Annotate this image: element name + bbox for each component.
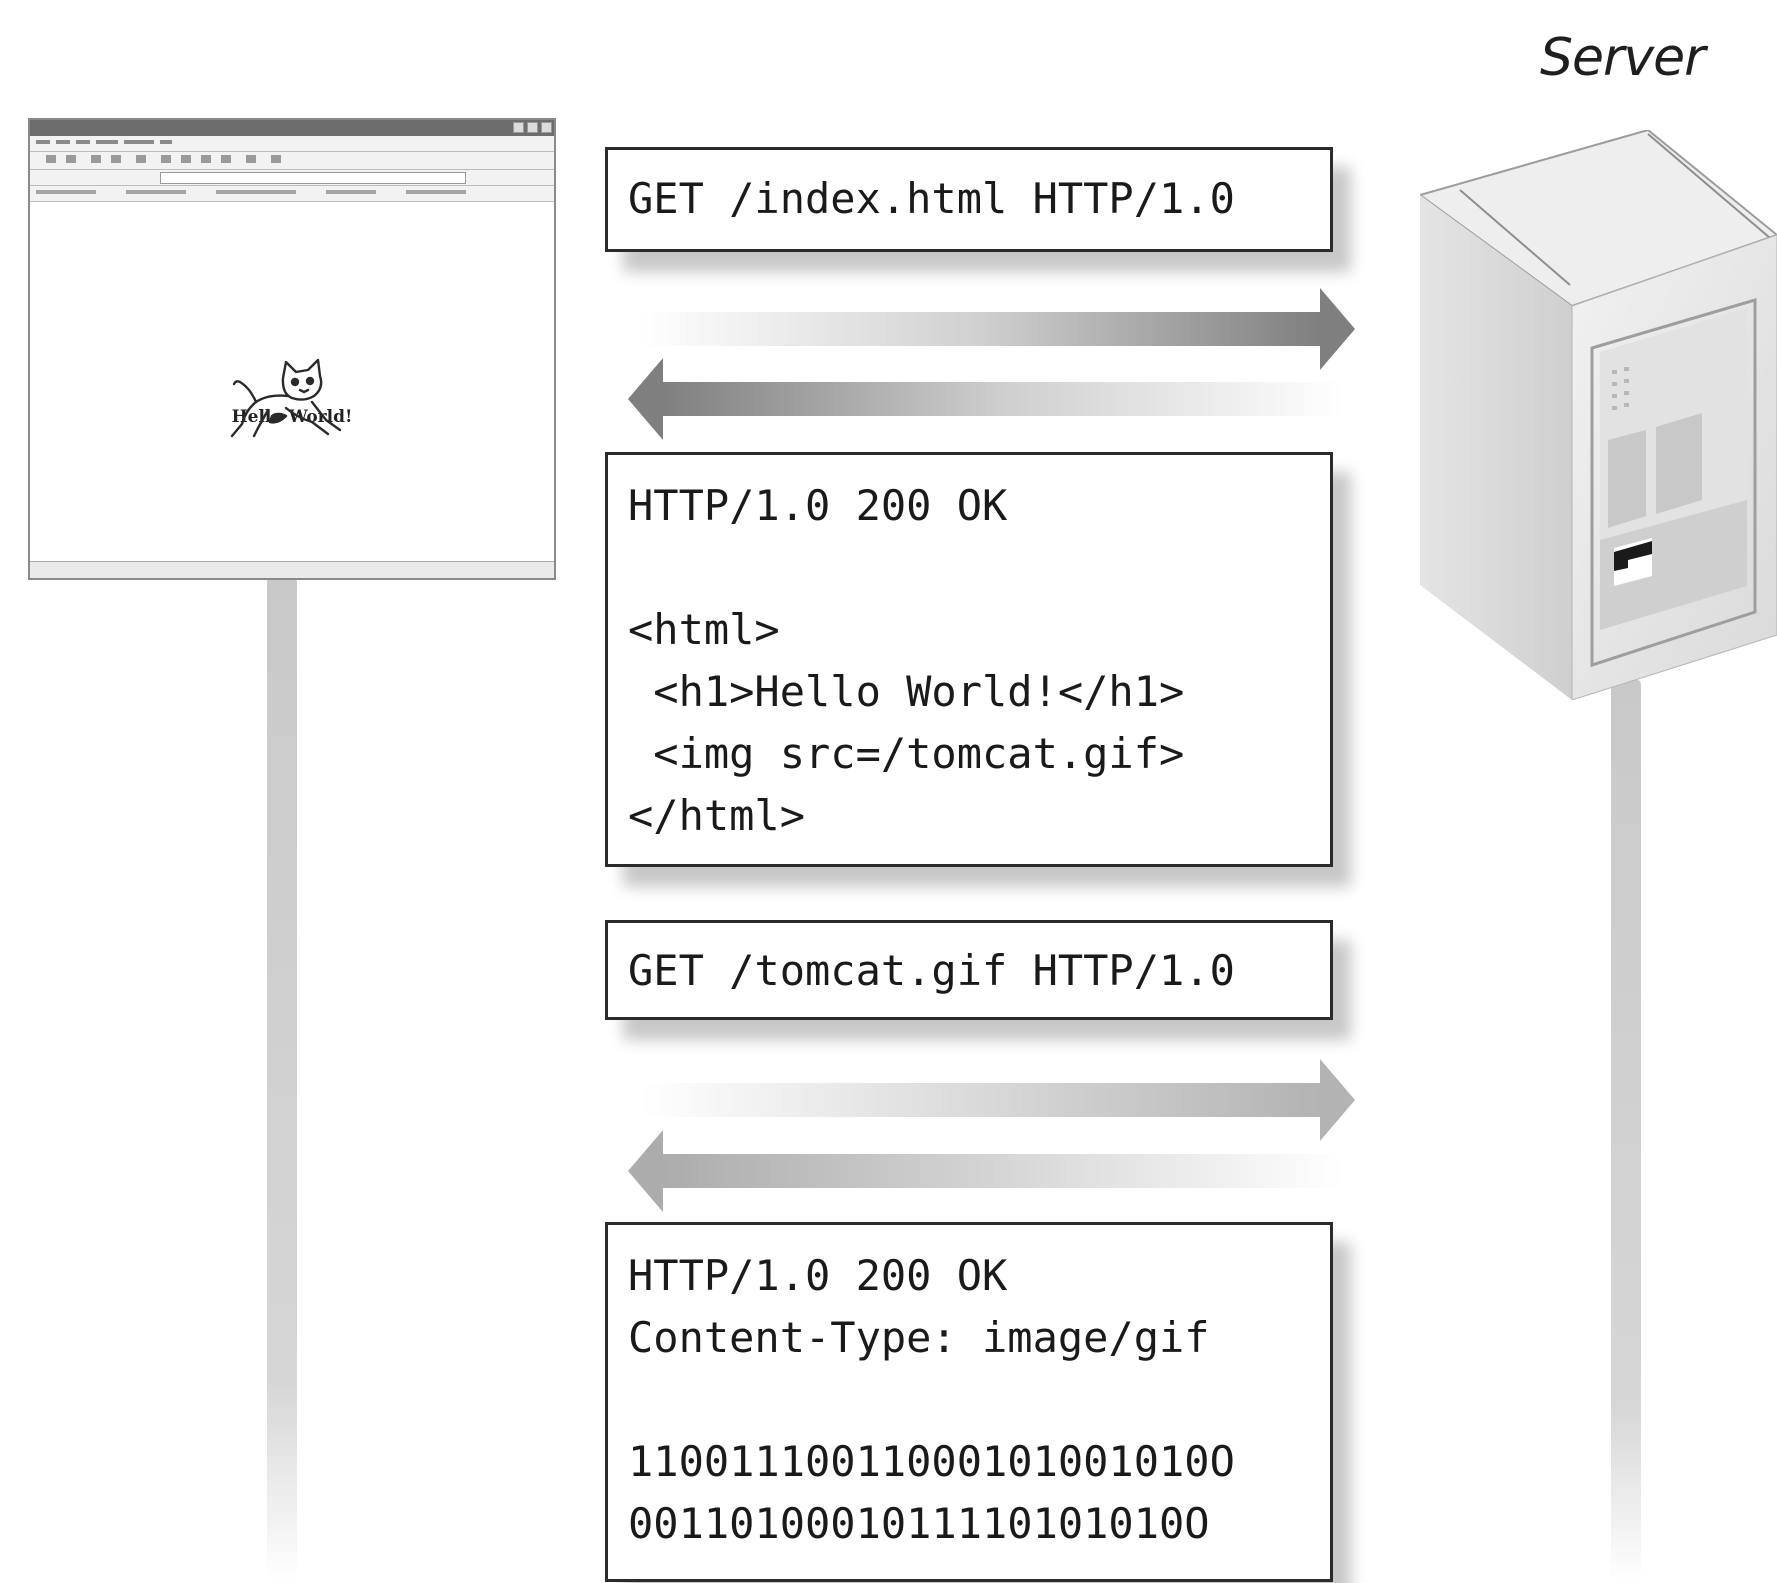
client-lifeline: [267, 578, 297, 1583]
browser-menubar: [30, 136, 554, 152]
request-index-box: GET /index.html HTTP/1.0: [605, 147, 1333, 252]
response-gif-box: HTTP/1.0 200 OK Content-Type: image/gif 11…: [605, 1222, 1333, 1582]
request-index-line: GET /index.html HTTP/1.0: [628, 174, 1235, 223]
server-icon: [1420, 130, 1777, 700]
response-html-box: HTTP/1.0 200 OK <html> <h1>Hello World!</…: [605, 452, 1333, 867]
browser-window: Hello World!: [28, 118, 556, 580]
html-line-open: <html>: [628, 605, 780, 654]
browser-addressbar: [30, 170, 554, 186]
response-html-status: HTTP/1.0 200 OK: [628, 481, 1008, 530]
html-line-close: </html>: [628, 791, 806, 840]
links-icon[interactable]: [36, 186, 516, 198]
content-type-header: Content-Type: image/gif: [628, 1313, 1210, 1362]
menu-items-icon: [36, 140, 172, 144]
arrow-to-client-1: [628, 358, 1343, 440]
maximize-icon[interactable]: [527, 122, 538, 133]
tomcat-icon: [230, 358, 342, 438]
browser-titlebar: [30, 120, 554, 136]
browser-statusbar: [30, 561, 554, 578]
address-input[interactable]: [160, 172, 466, 184]
arrow-to-server-2: [640, 1059, 1355, 1141]
html-line-img: <img src=/tomcat.gif>: [628, 729, 1185, 778]
arrow-to-server-1: [640, 288, 1355, 370]
server-label: Server: [1540, 28, 1706, 88]
toolbar-buttons-icon[interactable]: [36, 152, 336, 166]
response-gif-status: HTTP/1.0 200 OK: [628, 1251, 1008, 1300]
request-gif-line: GET /tomcat.gif HTTP/1.0: [628, 946, 1235, 995]
close-icon[interactable]: [541, 122, 552, 133]
binary-data-line-1: 11001110011000101001010O: [628, 1437, 1235, 1486]
browser-linksbar: [30, 186, 554, 202]
request-gif-box: GET /tomcat.gif HTTP/1.0: [605, 920, 1333, 1020]
browser-toolbar: [30, 152, 554, 170]
binary-data-line-2: 0011010001011110101010O: [628, 1499, 1210, 1548]
arrow-to-client-2: [628, 1130, 1343, 1212]
html-line-h1: <h1>Hello World!</h1>: [628, 667, 1185, 716]
minimize-icon[interactable]: [513, 122, 524, 133]
server-lifeline: [1611, 680, 1641, 1583]
